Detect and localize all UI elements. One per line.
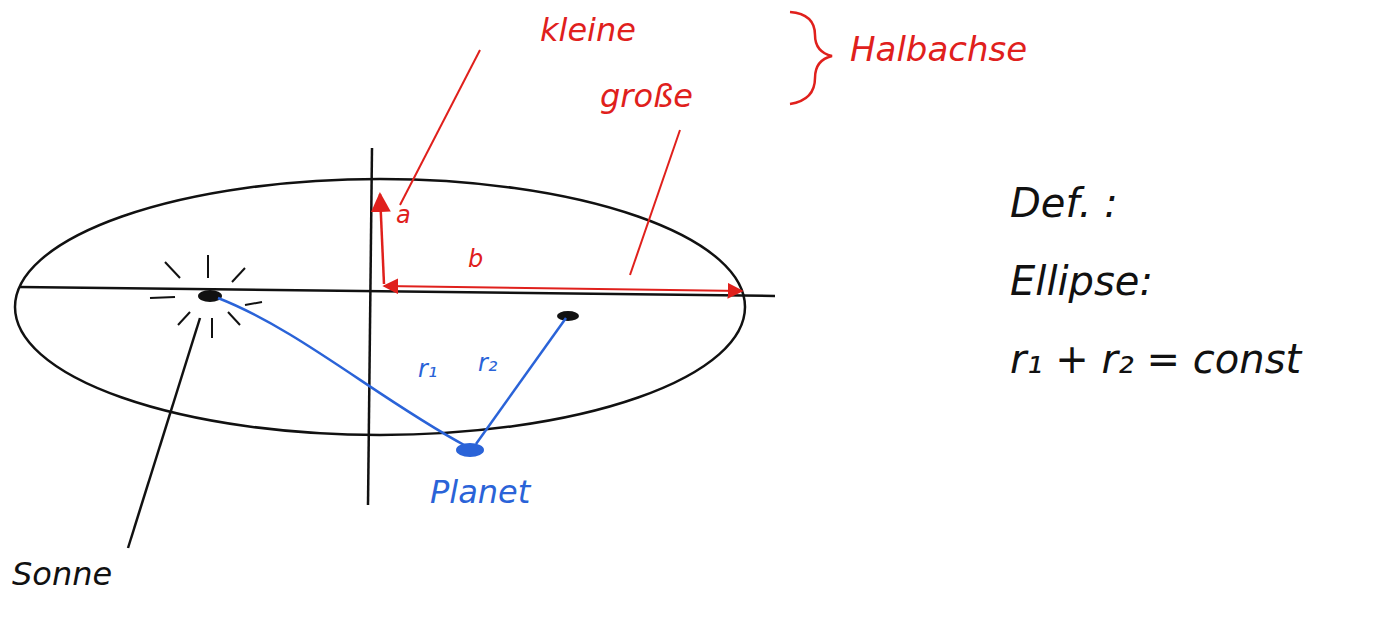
definition-text: r₁ + r₂ = const bbox=[1010, 336, 1301, 382]
semi-major-axis bbox=[384, 286, 742, 291]
curly-brace bbox=[790, 12, 832, 104]
distance-r2 bbox=[476, 318, 566, 444]
axis-label: große bbox=[600, 78, 693, 115]
ellipse-outline bbox=[15, 179, 745, 435]
planet-label: Planet bbox=[430, 474, 530, 511]
distance-label: r₂ bbox=[478, 350, 498, 378]
leader-line bbox=[400, 50, 480, 205]
axis-symbol: a bbox=[396, 202, 411, 230]
definition-text: Def. : bbox=[1010, 180, 1118, 226]
sun-label: Sonne bbox=[12, 556, 112, 593]
distance-label: r₁ bbox=[418, 356, 438, 384]
axis-label: kleine bbox=[540, 12, 636, 49]
minor-axis bbox=[368, 148, 372, 505]
axis-heading: Halbachse bbox=[850, 30, 1027, 69]
sun-symbol bbox=[150, 255, 262, 338]
leader-line bbox=[128, 318, 200, 548]
planet-dot bbox=[456, 443, 484, 457]
axis-symbol: b bbox=[468, 246, 483, 274]
distance-r1 bbox=[218, 298, 466, 446]
definition-text: Ellipse: bbox=[1010, 258, 1153, 304]
second-focus bbox=[557, 311, 579, 321]
leader-line bbox=[630, 130, 680, 275]
major-axis bbox=[20, 287, 775, 296]
semi-minor-axis bbox=[380, 194, 384, 284]
